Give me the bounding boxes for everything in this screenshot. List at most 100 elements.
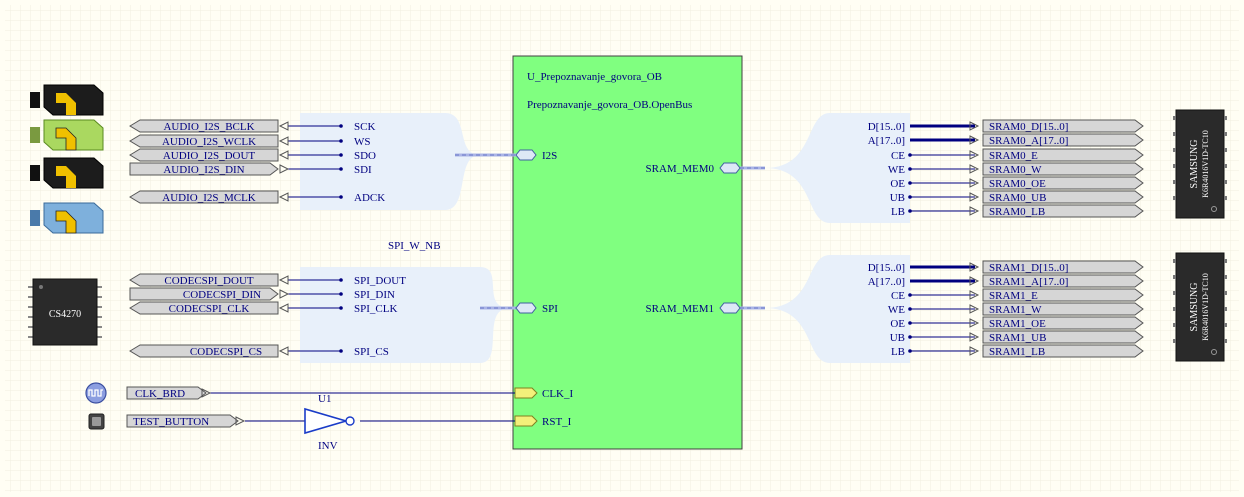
- sram1-label-d: SRAM1_D[15..0]: [989, 262, 1068, 274]
- sram0-label-ub: SRAM0_UB: [989, 192, 1046, 204]
- audio-port-wclk[interactable]: AUDIO_I2S_WCLK: [129, 134, 289, 148]
- sram0-port-lb[interactable]: SRAM0_LB: [969, 204, 1144, 218]
- sram1-signal-ce: CE: [891, 290, 905, 302]
- component-comment: Prepoznavanje_govora_OB.OpenBus: [527, 99, 692, 111]
- sram0-port-d[interactable]: SRAM0_D[15..0]: [969, 119, 1144, 133]
- audio-board-icon-4: [30, 202, 104, 234]
- sram1-label-ub: SRAM1_UB: [989, 332, 1046, 344]
- test-button-label: TEST_BUTTON: [133, 416, 209, 428]
- audio-nets: [288, 125, 340, 198]
- codec-port-cs[interactable]: CODECSPI_CS: [129, 344, 289, 358]
- sram1-chip: SAMSUNG K6R4016V1D-TC10: [1173, 252, 1227, 362]
- sram1-ports: SRAM1_D[15..0] SRAM1_A[17..0] SRAM1_E SR…: [969, 260, 1144, 358]
- sram0-signal-lb: LB: [891, 206, 905, 218]
- sram1-signal-labels: D[15..0] A[17..0] CE WE OE UB LB: [868, 262, 906, 358]
- sram0-port-oe[interactable]: SRAM0_OE: [969, 176, 1144, 190]
- inverter-gate[interactable]: U1 INV: [304, 393, 355, 452]
- sram0-chip-line1: SAMSUNG: [1189, 140, 1200, 189]
- sram1-signal-oe: OE: [890, 318, 905, 330]
- audio-port-mclk[interactable]: AUDIO_I2S_MCLK: [129, 190, 289, 204]
- push-button-icon[interactable]: [88, 413, 105, 430]
- sram0-nets: [910, 124, 975, 212]
- port-sram-mem0-label: SRAM_MEM0: [646, 163, 715, 175]
- sram0-label-oe: SRAM0_OE: [989, 178, 1046, 190]
- i2s-harness-connector[interactable]: [300, 113, 480, 210]
- port-i2s[interactable]: I2S: [515, 149, 557, 162]
- audio-port-din[interactable]: AUDIO_I2S_DIN: [129, 162, 290, 176]
- clock-source-icon[interactable]: [85, 382, 107, 404]
- port-spi-label: SPI: [542, 303, 558, 315]
- sram1-label-lb: SRAM1_LB: [989, 346, 1045, 358]
- audio-label-bclk: AUDIO_I2S_BCLK: [163, 121, 254, 133]
- i2s-signal-ws: WS: [354, 136, 371, 148]
- codec-label-clk: CODECSPI_CLK: [169, 303, 250, 315]
- i2s-signal-sdo: SDO: [354, 150, 376, 162]
- sram1-label-e: SRAM1_E: [989, 290, 1038, 302]
- audio-label-mclk: AUDIO_I2S_MCLK: [162, 192, 256, 204]
- sram1-port-e[interactable]: SRAM1_E: [969, 288, 1144, 302]
- sram1-signal-d: D[15..0]: [868, 262, 905, 274]
- port-i2s-label: I2S: [542, 150, 557, 162]
- cs4270-label: CS4270: [49, 309, 81, 320]
- audio-board-icon-3: [30, 157, 104, 189]
- sram1-port-w[interactable]: SRAM1_W: [969, 302, 1144, 316]
- sram1-port-a[interactable]: SRAM1_A[17..0]: [969, 274, 1144, 288]
- sram0-ports: SRAM0_D[15..0] SRAM0_A[17..0] SRAM0_E SR…: [969, 119, 1144, 218]
- sram1-signal-ub: UB: [890, 332, 905, 344]
- sram1-label-oe: SRAM1_OE: [989, 318, 1046, 330]
- sram1-port-lb[interactable]: SRAM1_LB: [969, 344, 1144, 358]
- sram1-port-d[interactable]: SRAM1_D[15..0]: [969, 260, 1144, 274]
- sram1-chip-line1: SAMSUNG: [1189, 283, 1200, 332]
- clk-brd-port[interactable]: CLK_BRD: [126, 386, 212, 400]
- sram0-port-e[interactable]: SRAM0_E: [969, 148, 1144, 162]
- sram0-signal-d: D[15..0]: [868, 121, 905, 133]
- sram0-signal-a: A[17..0]: [868, 135, 905, 147]
- port-sram-mem1-label: SRAM_MEM1: [646, 303, 714, 315]
- audio-board-icon-1: [30, 84, 104, 116]
- clk-brd-label: CLK_BRD: [135, 388, 185, 400]
- openbus-component[interactable]: [512, 55, 743, 450]
- codec-port-din[interactable]: CODECSPI_DIN: [129, 287, 290, 301]
- port-sram-mem1[interactable]: SRAM_MEM1: [646, 302, 741, 315]
- sram0-signal-ub: UB: [890, 192, 905, 204]
- sram0-harness-connector[interactable]: [765, 113, 910, 223]
- inverter-designator: U1: [318, 393, 331, 405]
- codec-port-dout[interactable]: CODECSPI_DOUT: [129, 273, 289, 287]
- sram0-port-a[interactable]: SRAM0_A[17..0]: [969, 133, 1144, 147]
- sram1-port-oe[interactable]: SRAM1_OE: [969, 316, 1144, 330]
- audio-port-dout[interactable]: AUDIO_I2S_DOUT: [129, 148, 289, 162]
- audio-label-wclk: AUDIO_I2S_WCLK: [162, 136, 256, 148]
- spi-harness-connector[interactable]: [300, 267, 510, 363]
- spi-bus-label: SPI_W_NB: [388, 240, 441, 252]
- port-clk[interactable]: CLK_I: [514, 387, 574, 400]
- audio-board-icon-2: [30, 119, 104, 151]
- component-designator: U_Prepoznavanje_govora_OB: [527, 71, 662, 83]
- sram0-chip-line2: K6R4016V1D-TC10: [1201, 130, 1210, 198]
- codec-ports: CODECSPI_DOUT CODECSPI_DIN CODECSPI_CLK …: [129, 273, 290, 358]
- port-sram-mem0[interactable]: SRAM_MEM0: [646, 162, 741, 175]
- spi-signal-dout: SPI_DOUT: [354, 275, 406, 287]
- port-clk-label: CLK_I: [542, 388, 574, 400]
- sram0-port-w[interactable]: SRAM0_W: [969, 162, 1144, 176]
- sram1-label-a: SRAM1_A[17..0]: [989, 276, 1068, 288]
- codec-label-dout: CODECSPI_DOUT: [164, 275, 254, 287]
- sram0-port-ub[interactable]: SRAM0_UB: [969, 190, 1144, 204]
- test-button-port[interactable]: TEST_BUTTON: [126, 414, 246, 428]
- port-spi[interactable]: SPI: [515, 302, 558, 315]
- sram1-signal-we: WE: [888, 304, 905, 316]
- sram0-chip: SAMSUNG K6R4016V1D-TC10: [1173, 109, 1227, 219]
- spi-signal-cs: SPI_CS: [354, 346, 389, 358]
- sram1-chip-line2: K6R4016V1D-TC10: [1201, 273, 1210, 341]
- spi-signal-clk: SPI_CLK: [354, 303, 397, 315]
- sram1-nets: [910, 265, 975, 352]
- audio-port-bclk[interactable]: AUDIO_I2S_BCLK: [129, 119, 289, 133]
- spi-signal-din: SPI_DIN: [354, 289, 395, 301]
- codec-port-clk[interactable]: CODECSPI_CLK: [129, 301, 289, 315]
- sram0-signal-labels: D[15..0] A[17..0] CE WE OE UB LB: [868, 121, 906, 218]
- port-rst[interactable]: RST_I: [514, 415, 572, 428]
- sram1-signal-lb: LB: [891, 346, 905, 358]
- spi-signal-labels: SPI_DOUT SPI_DIN SPI_CLK SPI_CS: [354, 275, 406, 358]
- sram1-port-ub[interactable]: SRAM1_UB: [969, 330, 1144, 344]
- sram1-harness-connector[interactable]: [765, 255, 910, 363]
- audio-label-din: AUDIO_I2S_DIN: [163, 164, 244, 176]
